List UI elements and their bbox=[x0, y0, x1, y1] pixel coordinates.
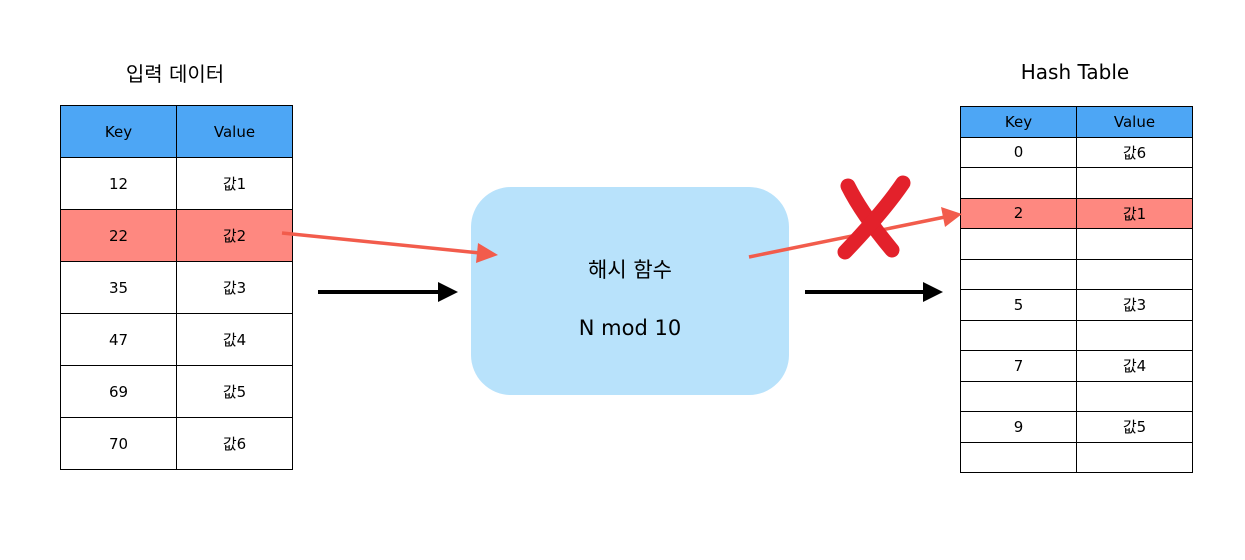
value-cell bbox=[1076, 258, 1193, 290]
hash-function-title: 해시 함수 bbox=[588, 258, 672, 282]
table-row bbox=[960, 319, 1193, 351]
value-cell: 값5 bbox=[1076, 411, 1193, 443]
value-cell: 값3 bbox=[1076, 289, 1193, 321]
table-header-row: Key Value bbox=[60, 105, 293, 158]
table-row bbox=[960, 258, 1193, 290]
key-header: Key bbox=[60, 105, 177, 158]
hash-table-title: Hash Table bbox=[1020, 60, 1130, 84]
table-row bbox=[960, 167, 1193, 199]
collision-x-icon bbox=[837, 175, 911, 260]
collision-input-arrow-icon bbox=[281, 231, 498, 263]
key-cell: 0 bbox=[960, 136, 1077, 168]
hash-function-formula: N mod 10 bbox=[578, 316, 682, 340]
key-cell bbox=[960, 441, 1077, 473]
value-cell bbox=[1076, 380, 1193, 412]
value-cell: 값1 bbox=[176, 157, 293, 210]
input-to-hash-arrow-icon bbox=[318, 282, 458, 302]
key-cell bbox=[960, 228, 1077, 260]
key-header: Key bbox=[960, 106, 1077, 138]
value-cell: 값4 bbox=[176, 313, 293, 366]
key-cell: 22 bbox=[60, 209, 177, 262]
value-cell: 값1 bbox=[1076, 197, 1193, 229]
value-cell: 값4 bbox=[1076, 350, 1193, 382]
table-header-row: Key Value bbox=[960, 106, 1193, 138]
table-row bbox=[960, 441, 1193, 473]
key-cell: 69 bbox=[60, 365, 177, 418]
value-header: Value bbox=[1076, 106, 1193, 138]
hash-to-table-arrow-icon bbox=[805, 282, 943, 302]
value-cell: 값3 bbox=[176, 261, 293, 314]
key-cell: 2 bbox=[960, 197, 1077, 229]
key-cell: 47 bbox=[60, 313, 177, 366]
value-header: Value bbox=[176, 105, 293, 158]
value-cell bbox=[1076, 441, 1193, 473]
key-cell bbox=[960, 319, 1077, 351]
input-data-title: 입력 데이터 bbox=[125, 62, 225, 86]
collision-output-arrow-icon bbox=[748, 207, 962, 259]
value-cell: 값5 bbox=[176, 365, 293, 418]
value-cell: 값6 bbox=[176, 417, 293, 470]
hash-function-box: 해시 함수 N mod 10 bbox=[471, 187, 789, 395]
table-row bbox=[960, 228, 1193, 260]
value-cell: 값2 bbox=[176, 209, 293, 262]
key-cell: 35 bbox=[60, 261, 177, 314]
